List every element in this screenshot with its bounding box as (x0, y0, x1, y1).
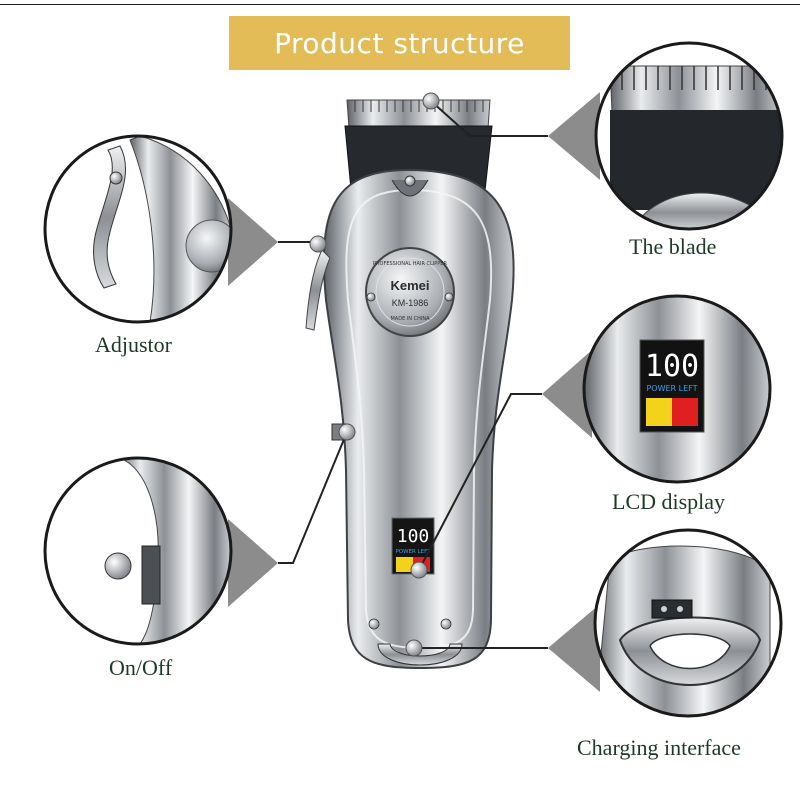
clipper-body (322, 168, 515, 670)
brand-arc-text: PROFESSIONAL HAIR CLIPPER (373, 261, 447, 267)
top-rule (0, 4, 800, 5)
lcd-display-icon: 100 POWER LEFT (582, 294, 772, 484)
closeup-lcd-caption: POWER LEFT (646, 384, 697, 393)
closeup-lcd-digits: 100 (645, 349, 699, 384)
title-banner: Product structure (229, 16, 570, 70)
leader-lines (228, 92, 600, 692)
page-title: Product structure (274, 26, 525, 60)
clipper-illustration: PROFESSIONAL HAIR CLIPPER Kemei KM-1986 … (305, 99, 515, 670)
brand-name: Kemei (390, 278, 429, 293)
charging-loop (377, 643, 463, 666)
label-lcd-display: LCD display (612, 489, 726, 514)
charging-port-icon (593, 528, 783, 718)
body-lcd-caption: POWER LEFT (395, 549, 431, 555)
label-adjustor: Adjustor (95, 332, 172, 357)
blade-closeup-icon (594, 41, 784, 231)
body-lcd-digits: 100 (397, 526, 430, 547)
adjustor-lever (305, 249, 331, 331)
label-on-off: On/Off (109, 655, 173, 680)
power-switch-icon (43, 456, 233, 646)
adjustor-lever-icon (43, 134, 233, 324)
label-the-blade: The blade (629, 234, 717, 259)
label-charging-interface: Charging interface (577, 735, 741, 760)
origin-text: MADE IN CHINA (390, 316, 430, 322)
brand-badge (365, 247, 455, 337)
model-number: KM-1986 (392, 298, 429, 308)
